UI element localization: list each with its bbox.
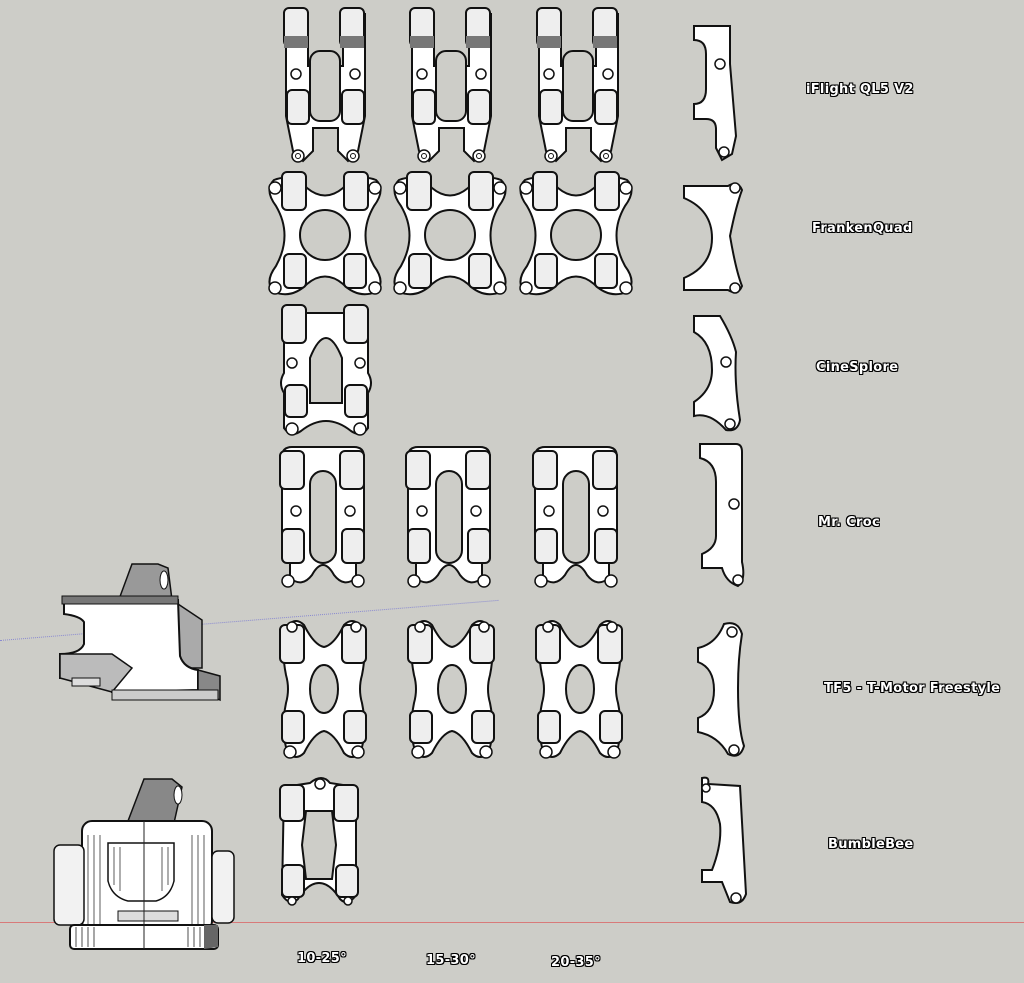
part-cinesplore-10-25[interactable] <box>276 303 376 441</box>
part-tf5-15-30[interactable] <box>402 615 502 763</box>
part-iflight-15-30[interactable] <box>404 6 499 166</box>
column-label-10-25: 10-25° <box>297 951 347 966</box>
part-frankenquad-10-25[interactable] <box>262 168 388 303</box>
front-view-3d-model[interactable] <box>48 775 238 955</box>
part-bumblebee-10-25[interactable] <box>274 775 364 910</box>
part-iflight-10-25[interactable] <box>278 6 373 166</box>
part-mrcroc-15-30[interactable] <box>400 443 498 593</box>
column-label-15-30: 15-30° <box>426 953 476 968</box>
part-tf5-10-25[interactable] <box>274 615 374 763</box>
part-frankenquad-20-35[interactable] <box>513 168 639 303</box>
side-profile-iflight[interactable] <box>690 24 740 164</box>
side-view-3d-model[interactable] <box>52 560 227 710</box>
red-axis-line <box>0 922 1024 923</box>
row-label-mrcroc: Mr. Croc <box>818 515 880 530</box>
part-iflight-20-35[interactable] <box>531 6 626 166</box>
side-profile-cinesplore[interactable] <box>690 312 750 437</box>
part-tf5-20-35[interactable] <box>530 615 630 763</box>
row-label-bumblebee: BumbleBee <box>828 837 914 852</box>
row-label-iflight: iFlight QL5 V2 <box>806 82 914 97</box>
part-frankenquad-15-30[interactable] <box>387 168 513 303</box>
side-profile-tf5[interactable] <box>694 618 750 763</box>
side-profile-bumblebee[interactable] <box>696 774 752 909</box>
side-profile-frankenquad[interactable] <box>678 176 748 301</box>
part-mrcroc-10-25[interactable] <box>274 443 372 593</box>
column-label-20-35: 20-35° <box>551 955 601 970</box>
row-label-frankenquad: FrankenQuad <box>812 221 913 236</box>
row-label-tf5: TF5 - T-Motor Freestyle <box>824 681 1001 696</box>
side-profile-mrcroc[interactable] <box>696 442 752 592</box>
part-mrcroc-20-35[interactable] <box>527 443 625 593</box>
row-label-cinesplore: CineSplore <box>816 360 899 375</box>
